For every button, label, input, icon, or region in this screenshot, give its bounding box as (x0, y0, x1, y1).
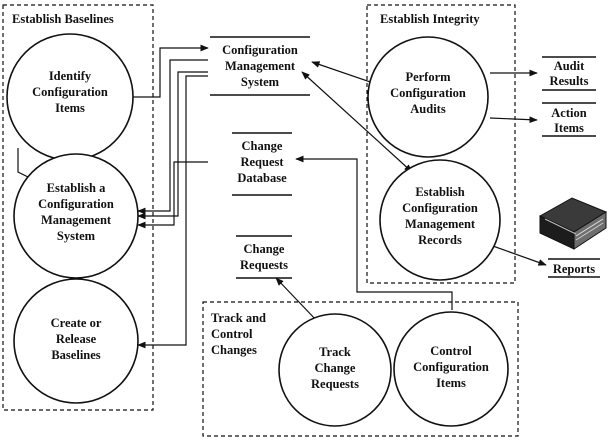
store-label: System (241, 75, 280, 89)
process-label: Management (405, 217, 476, 231)
process-track-change-requests: Track Change Requests (278, 313, 392, 427)
store-change-requests: Change Requests (236, 235, 292, 279)
process-create-release-baselines: Create or Release Baselines (13, 278, 139, 404)
flow-crdb-to-establish (137, 161, 208, 229)
process-control-configuration-items: Control Configuration Items (393, 311, 509, 427)
output-reports: Reports (548, 258, 600, 278)
process-circle (367, 36, 489, 158)
establish-integrity-group (366, 4, 516, 284)
output-label: Items (554, 121, 584, 135)
store-label: Change (244, 242, 285, 256)
process-label: Establish a (47, 181, 106, 195)
process-label: Establish (415, 185, 464, 199)
process-label: Records (418, 233, 462, 247)
output-audit-results: Audit Results (542, 56, 596, 91)
flow-identify-to-cms (133, 44, 209, 98)
group-title-track-line-1: Track and (211, 311, 266, 325)
output-label: Audit (554, 59, 585, 73)
store-label: Requests (240, 258, 288, 272)
store-label: Database (237, 171, 287, 185)
process-label: Configuration (413, 360, 489, 374)
flow-cms-records (301, 71, 413, 173)
output-action-items: Action Items (542, 102, 596, 137)
store-label: Management (225, 59, 296, 73)
process-establish-cm-records: Establish Configuration Management Recor… (379, 159, 501, 281)
process-circle (379, 159, 501, 281)
process-label: System (57, 229, 96, 243)
flow-cms-to-create (137, 75, 208, 349)
binder-book-icon (538, 197, 608, 250)
process-label: Release (56, 332, 97, 346)
process-circle (13, 278, 139, 404)
store-label: Configuration (222, 43, 298, 57)
process-label: Configuration (32, 85, 108, 99)
output-label: Results (550, 74, 589, 88)
process-label: Baselines (51, 348, 100, 362)
group-title-integrity: Establish Integrity (380, 12, 480, 26)
process-label: Control (430, 344, 472, 358)
process-label: Management (41, 213, 112, 227)
output-label: Reports (553, 262, 595, 276)
store-configuration-management-system: Configuration Management System (210, 36, 310, 96)
process-circle (13, 153, 139, 279)
output-label: Action (551, 106, 586, 120)
process-label: Items (436, 376, 466, 390)
process-label: Create or (51, 316, 102, 330)
group-title-baselines: Establish Baselines (12, 12, 114, 26)
process-label: Configuration (390, 86, 466, 100)
process-label: Configuration (402, 201, 478, 215)
process-perform-configuration-audits: Perform Configuration Audits (367, 36, 489, 158)
store-change-request-database: Change Request Database (232, 132, 292, 196)
process-establish-cms: Establish a Configuration Management Sys… (13, 153, 139, 279)
flow-cms-to-establish (137, 59, 208, 215)
process-label: Audits (410, 102, 446, 116)
process-label: Track (319, 345, 351, 359)
flow-cms-to-establish-2 (137, 71, 208, 220)
process-label: Change (315, 361, 356, 375)
process-label: Configuration (38, 197, 114, 211)
group-title-track-line-3: Changes (211, 343, 257, 357)
store-label: Request (240, 155, 284, 169)
flow-control-to-crdb (295, 155, 453, 310)
process-identify-configuration-items: Identify Configuration Items (6, 33, 134, 161)
establish-baselines-group (2, 4, 154, 411)
store-label: Change (242, 139, 283, 153)
group-title-track-line-2: Control (211, 327, 253, 341)
process-label: Requests (311, 377, 359, 391)
flow-track-to-requests (275, 277, 319, 323)
process-circle (278, 313, 392, 427)
process-label: Items (55, 101, 85, 115)
track-control-changes-group (202, 301, 519, 437)
process-label: Perform (405, 70, 451, 84)
process-circle (393, 311, 509, 427)
flow-records-to-reports (489, 244, 547, 266)
flow-audits-to-actions (489, 116, 538, 124)
process-label: Identify (49, 69, 92, 83)
